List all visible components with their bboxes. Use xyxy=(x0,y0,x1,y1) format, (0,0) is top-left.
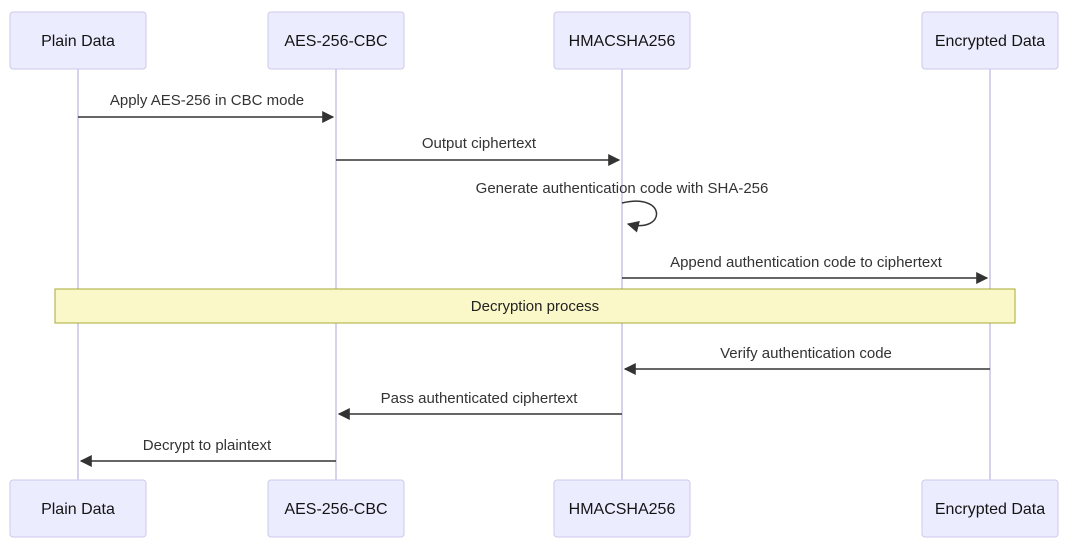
actor-label-plain-data-top: Plain Data xyxy=(41,33,115,50)
actor-label-plain-data-bottom: Plain Data xyxy=(41,501,115,518)
message-label-verify-auth-code: Verify authentication code xyxy=(720,345,892,362)
actor-top-encrypted-data: Encrypted Data xyxy=(921,11,1059,70)
message-label-decrypt-plaintext: Decrypt to plaintext xyxy=(143,437,272,454)
actor-box-encrypted-data-bottom xyxy=(921,479,1059,538)
actor-box-plain-data-top xyxy=(9,11,147,70)
message-label-append-auth-code: Append authentication code to ciphertext xyxy=(670,254,943,271)
actor-box-encrypted-data-top xyxy=(921,11,1059,70)
message-label-generate-auth-code: Generate authentication code with SHA-25… xyxy=(476,180,769,197)
actor-top-aes-256-cbc: AES-256-CBC xyxy=(267,11,405,70)
actor-label-encrypted-data-top: Encrypted Data xyxy=(935,33,1045,50)
actor-label-aes-256-cbc-top: AES-256-CBC xyxy=(284,33,387,50)
message-label-pass-ciphertext: Pass authenticated ciphertext xyxy=(381,390,579,407)
actor-label-hmacsha256-bottom: HMACSHA256 xyxy=(569,501,676,518)
actor-box-hmacsha256-bottom xyxy=(553,479,691,538)
message-label-apply-aes: Apply AES-256 in CBC mode xyxy=(110,92,304,109)
decryption-process-banner-label: Decryption process xyxy=(471,298,599,315)
actor-bottom-plain-data: Plain Data xyxy=(9,479,147,538)
message-label-output-ciphertext: Output ciphertext xyxy=(422,135,537,152)
actor-box-plain-data-bottom xyxy=(9,479,147,538)
actor-label-aes-256-cbc-bottom: AES-256-CBC xyxy=(284,501,387,518)
actor-bottom-encrypted-data: Encrypted Data xyxy=(921,479,1059,538)
decryption-process-banner xyxy=(54,288,1016,324)
actor-box-aes-256-cbc-bottom xyxy=(267,479,405,538)
actor-bottom-aes-256-cbc: AES-256-CBC xyxy=(267,479,405,538)
actor-box-hmacsha256-top xyxy=(553,11,691,70)
actor-box-aes-256-cbc-top xyxy=(267,11,405,70)
message-self-loop-generate-auth-code xyxy=(621,200,658,233)
actor-top-hmacsha256: HMACSHA256 xyxy=(553,11,691,70)
actor-label-encrypted-data-bottom: Encrypted Data xyxy=(935,501,1045,518)
actor-top-plain-data: Plain Data xyxy=(9,11,147,70)
actor-label-hmacsha256-top: HMACSHA256 xyxy=(569,33,676,50)
actor-bottom-hmacsha256: HMACSHA256 xyxy=(553,479,691,538)
